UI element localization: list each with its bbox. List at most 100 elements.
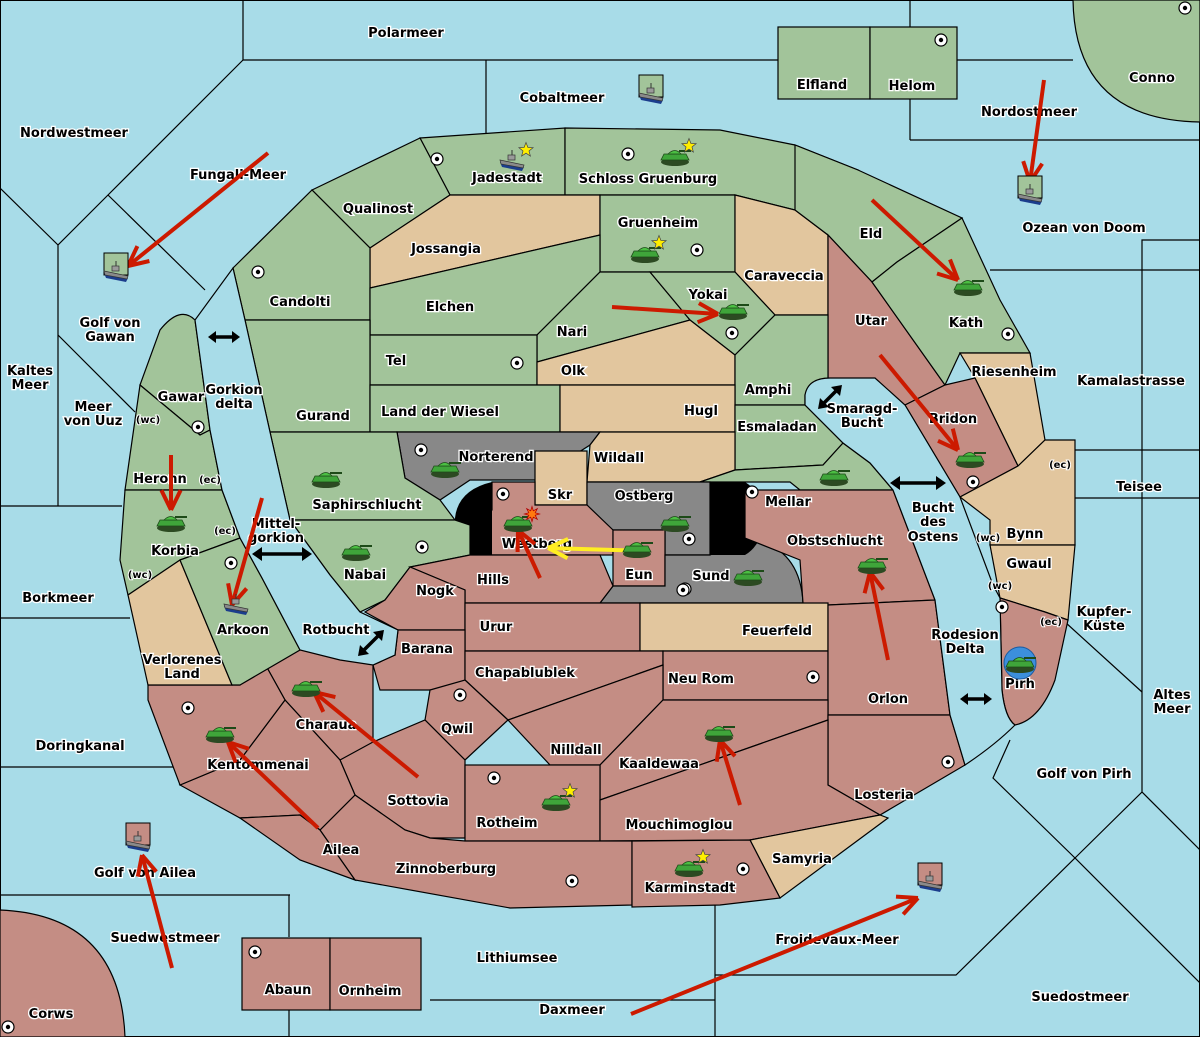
army-unit[interactable] xyxy=(622,542,653,559)
tank-icon xyxy=(955,452,986,468)
label-doringkanal: Doringkanal xyxy=(35,739,124,754)
move-order-arrow xyxy=(126,151,270,268)
supply-center-icon xyxy=(690,243,704,257)
army-unit[interactable] xyxy=(953,280,984,297)
fleet-unit[interactable] xyxy=(125,822,151,852)
supply-center-icon xyxy=(181,701,195,715)
region-conno[interactable] xyxy=(1072,0,1200,123)
region-eun[interactable] xyxy=(612,529,666,587)
army-unit[interactable] xyxy=(291,681,322,698)
region-karminstadt[interactable] xyxy=(631,839,781,908)
region-ornheim[interactable] xyxy=(329,937,422,1011)
fleet-unit[interactable] xyxy=(223,594,249,615)
sea-western-channel[interactable] xyxy=(194,266,399,666)
label-barana: Barana xyxy=(401,642,453,657)
label-borkmeer: Borkmeer xyxy=(22,591,94,606)
army-unit[interactable] xyxy=(311,472,342,489)
label-hugl: Hugl xyxy=(684,404,718,419)
label-rodesion-delta: Delta xyxy=(945,642,984,657)
army-unit[interactable] xyxy=(704,726,735,743)
fleet-unit[interactable] xyxy=(103,252,129,282)
label-nabai: Nabai xyxy=(344,568,386,583)
label-kaaldewaa: Kaaldewaa xyxy=(619,757,699,772)
region-ailea[interactable] xyxy=(238,814,357,882)
label-golf-von-gawan-1: Golf von xyxy=(80,316,141,331)
label-charaua: Charaua xyxy=(296,718,357,733)
supply-center-icon xyxy=(430,152,444,166)
army-unit[interactable] xyxy=(660,516,691,533)
army-unit[interactable] xyxy=(430,462,461,479)
tank-icon xyxy=(341,545,372,561)
move-order-arrow xyxy=(878,353,960,452)
label-verlorenes: Verlorenes xyxy=(142,653,221,668)
supply-center-icon xyxy=(725,326,739,340)
label-meer-von-uuz-2: von Uuz xyxy=(64,414,123,429)
supply-center-icon xyxy=(453,688,467,702)
army-unit[interactable] xyxy=(541,782,579,812)
tank-icon xyxy=(291,681,322,697)
units-layer xyxy=(103,74,1043,892)
label-sund: Sund xyxy=(692,569,729,584)
coast-label-heronn-ec: (ec) xyxy=(199,475,221,486)
army-unit[interactable] xyxy=(1003,646,1037,680)
army-unit[interactable] xyxy=(205,727,236,744)
supply-center-icon xyxy=(736,862,750,876)
label-qualinost: Qualinost xyxy=(343,202,413,217)
label-gorkion2: gorkion xyxy=(248,531,304,546)
move-order-arrow xyxy=(714,738,742,806)
label-des: des xyxy=(920,515,946,530)
move-order-arrow xyxy=(862,570,890,661)
supply-center-icon xyxy=(1001,327,1015,341)
army-unit[interactable] xyxy=(733,570,764,587)
label-jadestadt: Jadestadt xyxy=(471,171,542,186)
army-unit[interactable] xyxy=(819,470,850,487)
coast-label-bynn-wc: (wc) xyxy=(976,533,1000,544)
label-jossangia: Jossangia xyxy=(410,242,481,257)
sea-eastern-channel[interactable] xyxy=(804,377,1016,766)
label-corws: Corws xyxy=(29,1007,74,1022)
army-unit[interactable] xyxy=(503,505,541,533)
fleet-unit[interactable] xyxy=(1017,175,1043,205)
supply-center-icon xyxy=(682,532,696,546)
fleet-unit[interactable] xyxy=(638,74,664,104)
army-unit[interactable] xyxy=(674,848,712,878)
fleet-unit[interactable] xyxy=(499,141,535,172)
tank-icon xyxy=(311,472,342,488)
label-heronn: Heronn xyxy=(133,472,187,487)
tank-icon xyxy=(503,516,534,532)
label-yokai: Yokai xyxy=(687,288,727,303)
supply-center-icon xyxy=(414,443,428,457)
army-unit[interactable] xyxy=(341,545,372,562)
region-bynn[interactable] xyxy=(958,439,1076,546)
region-gruenheim[interactable] xyxy=(599,194,736,273)
tank-icon xyxy=(660,150,691,166)
coast-labels: (wc) (ec) (ec) (wc) (ec) (wc) (wc) (ec) xyxy=(127,414,1072,629)
tank-icon xyxy=(953,280,984,296)
label-kamalastrasse: Kamalastrasse xyxy=(1077,374,1185,389)
label-meer: Meer xyxy=(12,378,50,393)
label-amphi: Amphi xyxy=(745,383,792,398)
label-hills: Hills xyxy=(477,573,509,588)
region-zinnoberburg[interactable] xyxy=(319,794,633,909)
move-order-arrow xyxy=(870,198,960,282)
region-elfland[interactable] xyxy=(777,26,871,100)
army-unit[interactable] xyxy=(660,137,698,167)
region-kath[interactable] xyxy=(871,217,1032,387)
army-unit[interactable] xyxy=(955,452,986,469)
supply-center-icon xyxy=(415,540,429,554)
label-ostberg: Ostberg xyxy=(615,489,674,504)
ship-icon xyxy=(638,83,664,104)
star-icon xyxy=(680,137,698,153)
fleet-unit[interactable] xyxy=(917,862,943,892)
army-unit[interactable] xyxy=(857,558,888,575)
move-order-arrow xyxy=(135,853,174,969)
tank-icon xyxy=(630,247,661,263)
label-conno: Conno xyxy=(1129,71,1175,86)
army-unit[interactable] xyxy=(718,304,749,321)
army-unit[interactable] xyxy=(630,234,668,264)
coast-label-gawar-wc: (wc) xyxy=(136,415,160,426)
label-gwaul: Gwaul xyxy=(1006,557,1051,572)
region-corws[interactable] xyxy=(0,909,126,1037)
army-unit[interactable] xyxy=(156,516,187,533)
